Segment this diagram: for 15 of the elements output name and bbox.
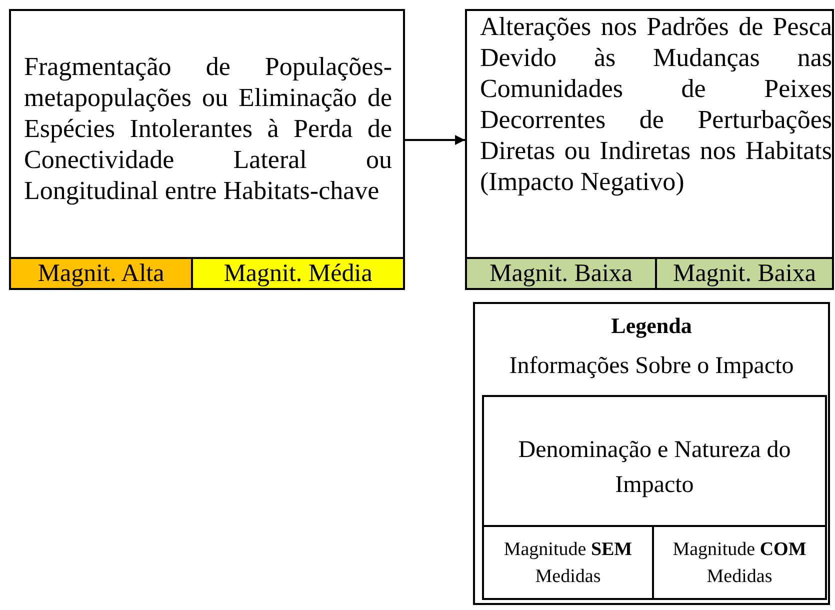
- impact-description: Fragmentação de Populações-metapopulações ou Eliminação de Espécies Intolerantes à Perda de Conectividade Lateral ou Longitudinal entre Habitats-chave: [24, 51, 392, 206]
- legend-panel: [473, 302, 830, 605]
- impact-box: [465, 9, 834, 290]
- magnitude-rating: Magnit. Baixa: [657, 257, 832, 288]
- legend-sample-box: [482, 395, 827, 600]
- impact-box: [9, 9, 405, 290]
- legend-subtitle: Informações Sobre o Impacto: [508, 352, 795, 381]
- legend-magnitude-label: Magnitude SEM Medidas: [484, 525, 654, 598]
- impact-description: Alterações nos Padrões de Pesca Devido às Mudanças nas Comunidades de Peixes Decorrentes de Perturbações Diretas ou Indiretas nos Habitats (Impacto Negativo): [480, 11, 832, 197]
- magnitude-rating: Magnit. Baixa: [467, 257, 657, 288]
- legend-description: Denominação e Natureza do Impacto: [517, 436, 792, 500]
- magnitude-rating: Magnit. Média: [193, 257, 403, 288]
- legend-title: Legenda: [610, 313, 693, 339]
- arrow: [405, 135, 465, 145]
- magnitude-rating: Magnit. Alta: [11, 257, 193, 288]
